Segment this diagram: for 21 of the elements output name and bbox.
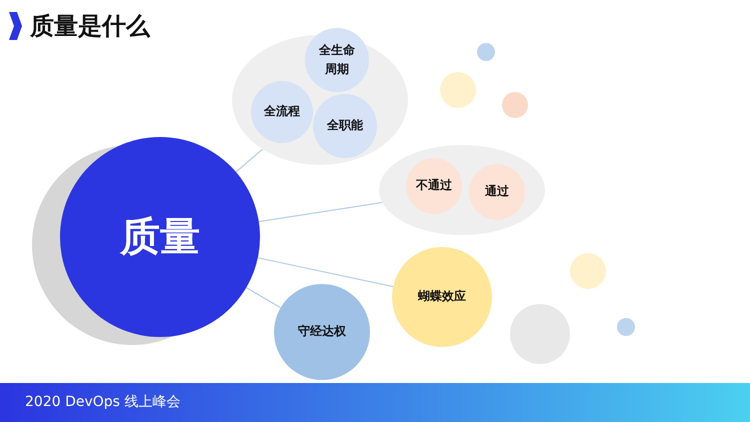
node-label: 不通过 — [416, 177, 452, 194]
decor-circle — [440, 72, 476, 108]
connector-line — [257, 257, 394, 288]
node-label: 全生命周期 — [318, 42, 356, 78]
node-label: 全流程 — [263, 103, 301, 120]
decor-circle — [502, 92, 528, 118]
connector-line — [246, 287, 282, 308]
footer-text: 2020 DevOps 线上峰会 — [25, 393, 180, 411]
topic-circle — [251, 81, 313, 143]
node-label: 守经达权 — [297, 323, 347, 340]
topic-circle — [313, 94, 377, 158]
decor-circle — [477, 43, 495, 61]
node-label: 全职能 — [326, 117, 364, 134]
connector-line — [258, 202, 383, 222]
node-label: 通过 — [484, 183, 510, 200]
node-label: 蝴蝶效应 — [416, 288, 467, 306]
decor-circle — [570, 253, 606, 289]
decor-circle — [617, 318, 635, 336]
main-topic-text: 质量 — [120, 213, 200, 262]
slide-title: 质量是什么 — [30, 11, 150, 42]
connector-line — [235, 148, 264, 172]
